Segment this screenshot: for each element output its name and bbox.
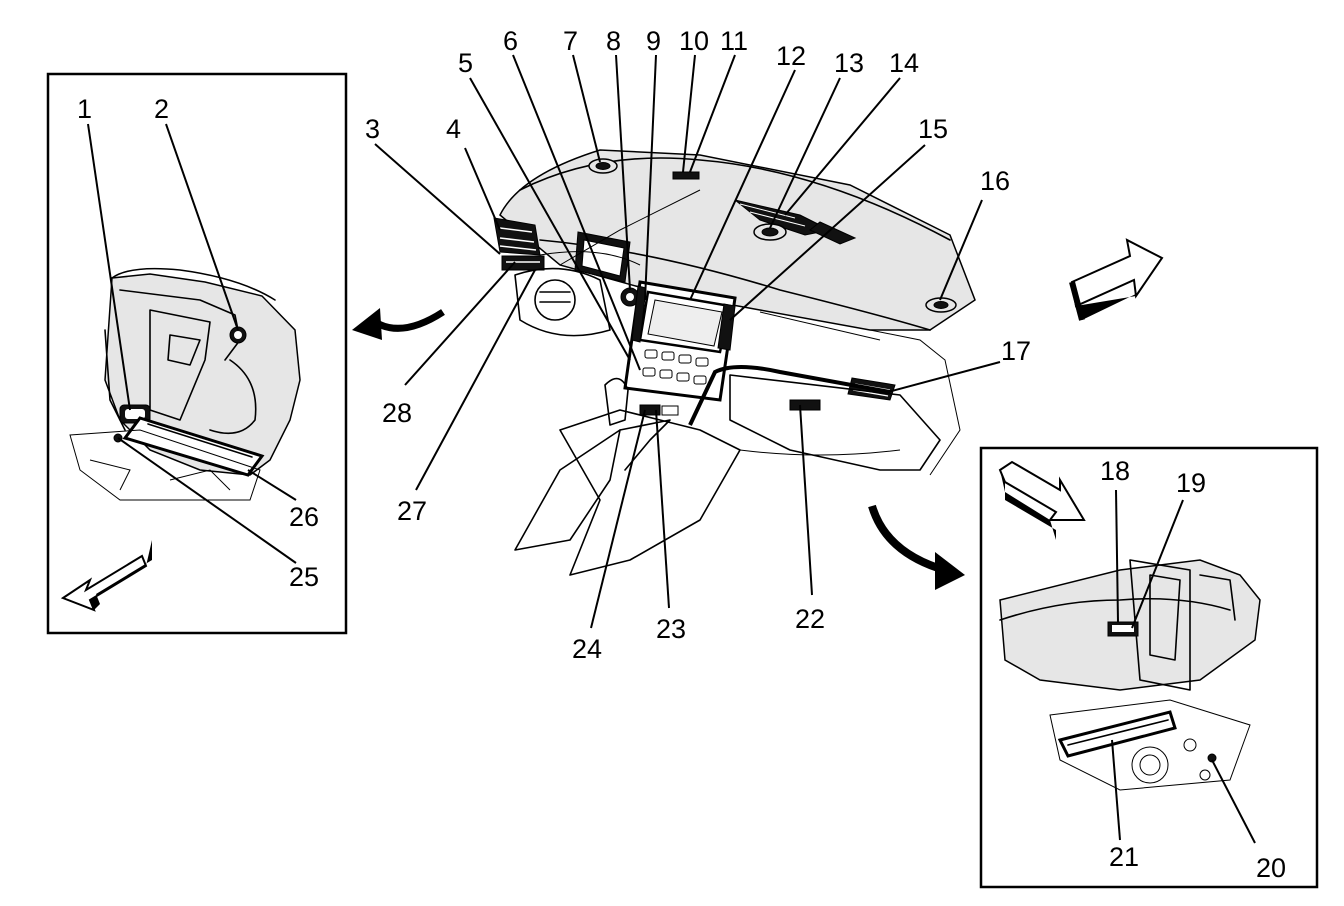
callout-24: 24	[572, 634, 602, 664]
callout-18: 18	[1100, 456, 1130, 486]
leader-lines	[87, 54, 1256, 844]
callout-11: 11	[720, 26, 748, 56]
callout-6: 6	[503, 26, 518, 56]
callout-1: 1	[77, 94, 92, 124]
callout-14: 14	[889, 48, 919, 78]
direction-arrow-right-icon	[998, 460, 1086, 540]
callout-12: 12	[776, 41, 806, 71]
callout-23: 23	[656, 614, 686, 644]
callout-15: 15	[918, 114, 948, 144]
left-detail-inset	[46, 72, 348, 635]
callout-13: 13	[834, 48, 864, 78]
callout-16: 16	[980, 166, 1010, 196]
callout-5: 5	[458, 48, 473, 78]
callout-26: 26	[289, 502, 319, 532]
callout-17: 17	[1001, 336, 1031, 366]
callout-22: 22	[795, 604, 825, 634]
direction-arrow-left-icon	[60, 540, 152, 612]
callout-28: 28	[382, 398, 412, 428]
detail-link-arrow-left-icon	[352, 308, 445, 340]
callout-25: 25	[289, 562, 319, 592]
callout-19: 19	[1176, 468, 1206, 498]
right-detail-inset	[979, 446, 1319, 889]
callout-20: 20	[1256, 853, 1286, 883]
callout-4: 4	[446, 114, 461, 144]
callout-7: 7	[563, 26, 578, 56]
instrument-panel-main	[352, 149, 1164, 590]
detail-link-arrow-right-icon	[868, 504, 965, 590]
callout-21: 21	[1109, 842, 1139, 872]
callout-8: 8	[606, 26, 621, 56]
direction-arrow-forward-icon	[1069, 238, 1164, 321]
callout-2: 2	[154, 94, 169, 124]
callout-labels: 1 2 3 4 5 6 7 8 9 10 11 12 13 14 15 16 1…	[77, 26, 1286, 883]
callout-10: 10	[679, 26, 709, 56]
callout-9: 9	[646, 26, 661, 56]
callout-27: 27	[397, 496, 427, 526]
callout-3: 3	[365, 114, 380, 144]
